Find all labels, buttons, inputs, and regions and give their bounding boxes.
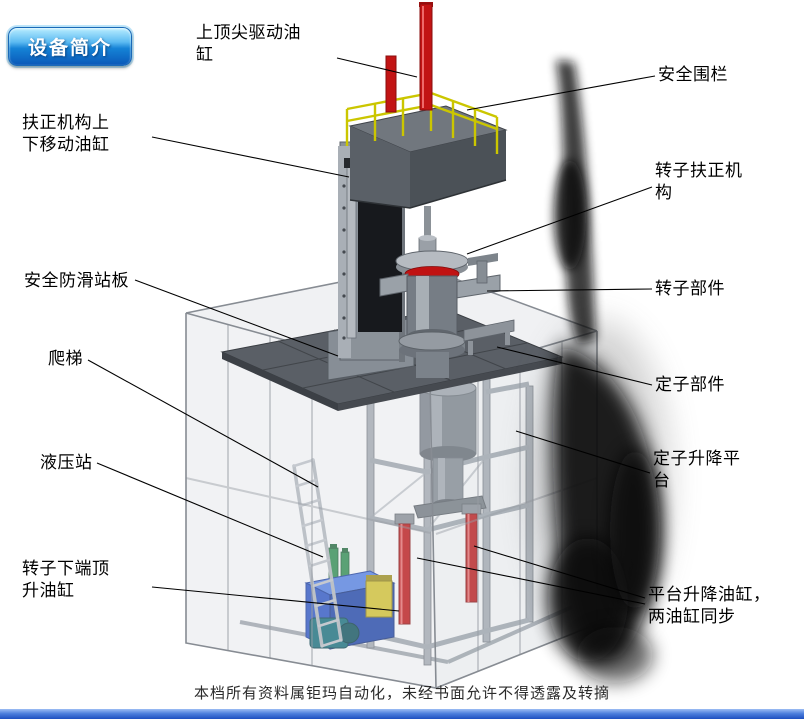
leader-rotor-part — [486, 288, 653, 292]
press-column — [327, 141, 415, 381]
footer-accent-bar — [0, 709, 804, 719]
rotor-assembly — [379, 206, 515, 378]
label-rotor-part: 转子部件 — [655, 279, 725, 299]
leader-platform-cylinder-1 — [473, 545, 646, 599]
leader-stator-part — [496, 346, 653, 386]
platform-lift-cylinders — [394, 503, 482, 625]
title-badge: 设备简介 — [8, 27, 132, 66]
leader-ladder — [87, 359, 319, 488]
leader-centering-lift-cylinder — [151, 136, 350, 178]
label-rotor-centering-mechanism: 转子扶正机 构 — [655, 161, 743, 204]
label-stator-lift-platform: 定子升降平 台 — [653, 449, 741, 492]
stator-lift-frame — [366, 369, 534, 666]
stator-column — [413, 379, 487, 519]
leader-stator-lift-platform — [515, 430, 651, 474]
leader-rotor-bottom-cylinder — [151, 586, 400, 612]
title-badge-label: 设备简介 — [27, 37, 112, 59]
confidentiality-disclaimer: 本档所有资料属钜玛自动化，未经书面允许不得透露及转摘 — [193, 684, 610, 702]
leader-antislip-plate — [134, 279, 339, 357]
label-antislip-plate: 安全防滑站板 — [24, 271, 129, 291]
leader-safety-fence — [466, 75, 656, 111]
label-stator-part: 定子部件 — [655, 375, 725, 395]
leader-top-drive-cylinder — [336, 57, 418, 78]
label-ladder: 爬梯 — [48, 349, 83, 369]
ladder-3d — [292, 458, 343, 648]
leader-hydraulic-station — [96, 462, 324, 558]
top-drive-cylinders — [385, 2, 433, 113]
leader-rotor-centering — [466, 186, 653, 255]
label-rotor-bottom-lift-cylinder: 转子下端顶 升油缸 — [22, 559, 110, 602]
leader-lines — [87, 57, 656, 612]
label-safety-fence: 安全围栏 — [658, 65, 728, 85]
label-platform-lift-cylinders: 平台升降油缸， 两油缸同步 — [648, 585, 771, 628]
label-hydraulic-station: 液压站 — [40, 453, 93, 473]
label-centering-lift-cylinder: 扶正机构上 下移动油缸 — [22, 113, 110, 156]
head-box — [348, 105, 508, 209]
ink-smudge — [530, 60, 670, 683]
pit-interior — [239, 369, 573, 666]
leader-platform-cylinder-2 — [416, 557, 646, 605]
label-top-drive-cylinder: 上顶尖驱动油 缸 — [196, 23, 301, 66]
